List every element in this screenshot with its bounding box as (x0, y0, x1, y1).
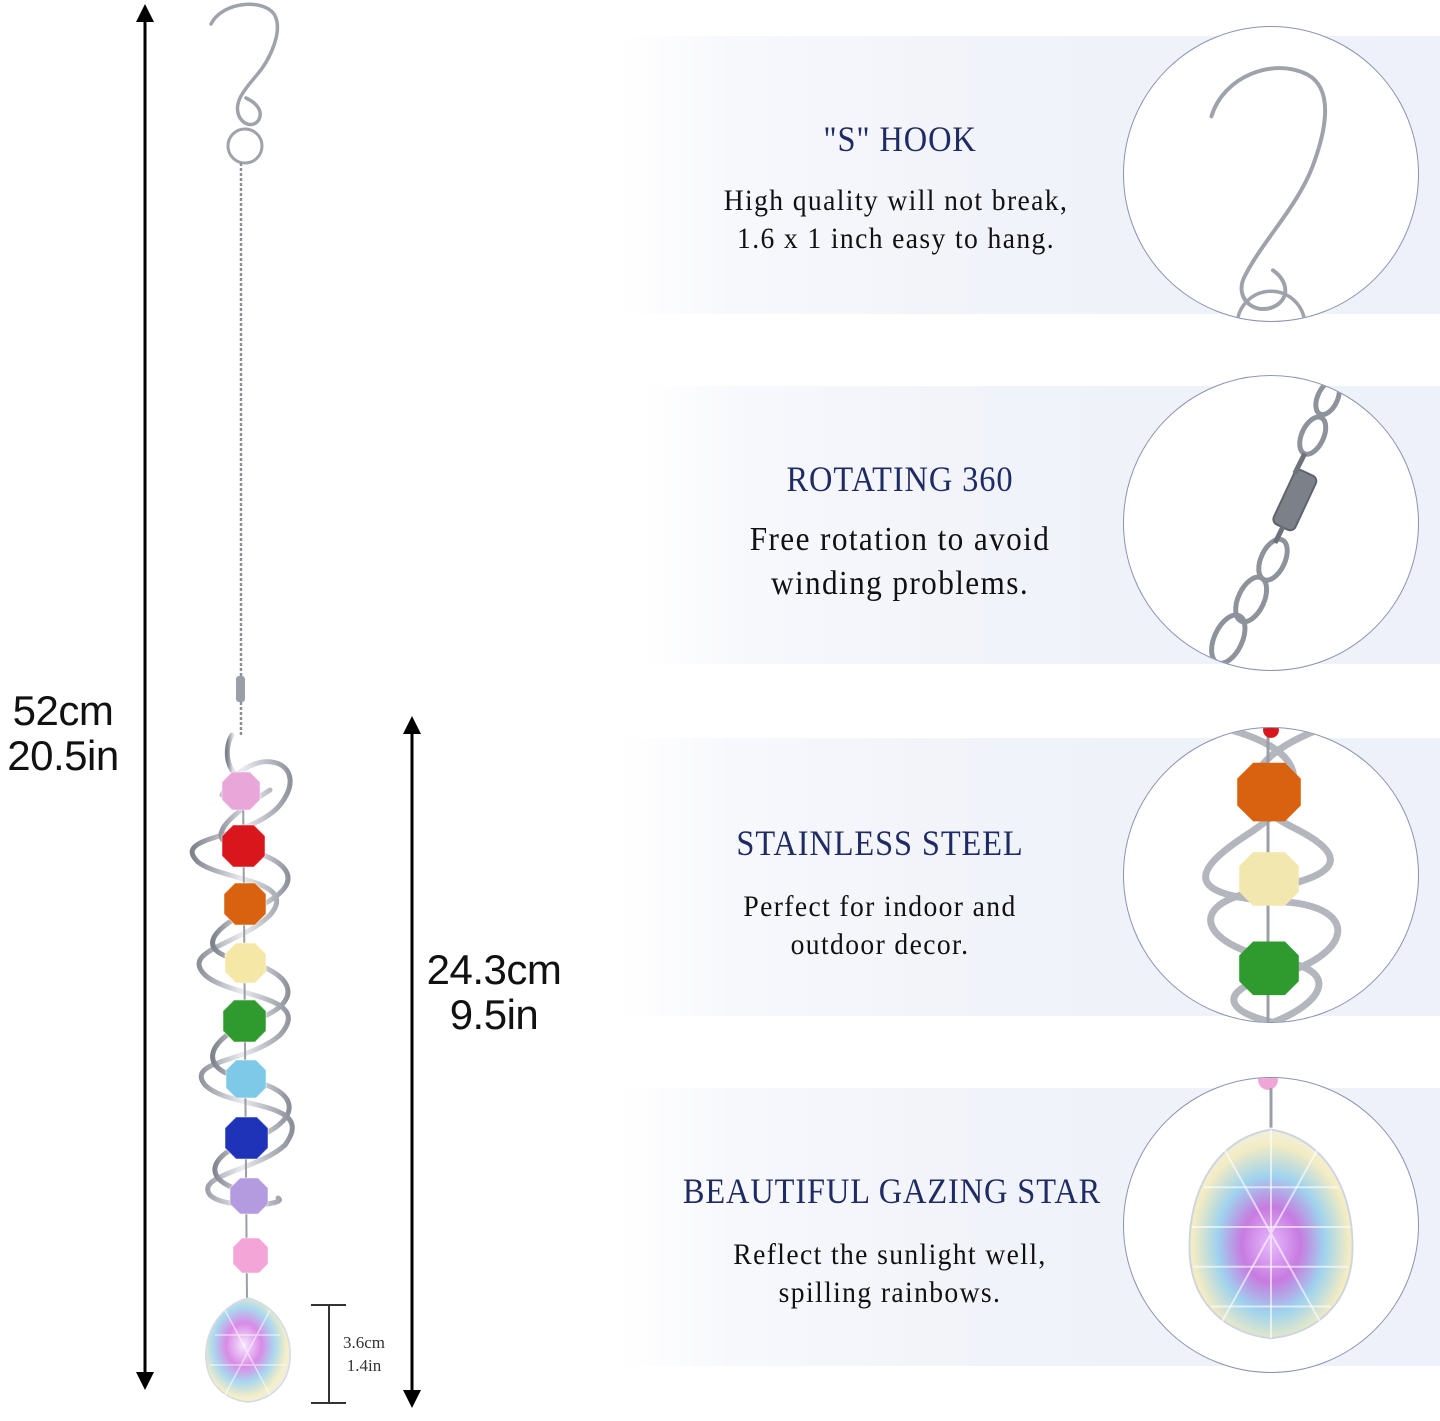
feature-description: High quality will not break, 1.6 x 1 inc… (723, 184, 1069, 255)
total-height-arrow (136, 4, 154, 1390)
ball-size-cm: 3.6cm (342, 1333, 386, 1352)
swivel-clasp (236, 676, 245, 735)
feature-description: Reflect the sunlight well, spilling rain… (733, 1238, 1047, 1309)
total-length-in: 20.5in (7, 732, 119, 780)
feature-description: Free rotation to avoid winding problems. (749, 521, 1051, 602)
feature-title: ROTATING 360 (786, 459, 1014, 499)
feature-title: "S" HOOK (823, 119, 977, 159)
feature-description: Perfect for indoor and outdoor decor. (743, 890, 1017, 961)
octagon-beads (221, 771, 269, 1274)
feature-title: BEAUTIFUL GAZING STAR (682, 1171, 1102, 1211)
swivel-closeup-image (1123, 375, 1419, 671)
spiral-length-label: 24.3cm 9.5in (418, 947, 570, 1038)
crystal-ball-icon (205, 1297, 291, 1403)
spiral-length-cm: 24.3cm (426, 946, 562, 993)
s-hook-closeup-image (1123, 26, 1419, 322)
spiral-icon (1202, 728, 1342, 1022)
spiral-length-in: 9.5in (449, 991, 539, 1039)
crystal-ball-closeup-image (1123, 1077, 1419, 1373)
ball-size-in: 1.4in (346, 1355, 382, 1375)
product-illustration (136, 2, 421, 1408)
crystal-ball-icon (1188, 1078, 1354, 1340)
s-hook-icon (1209, 66, 1327, 321)
ball-size-bracket (311, 1304, 346, 1404)
spiral-height-arrow (403, 716, 421, 1408)
feature-title: STAINLESS STEEL (736, 823, 1024, 863)
spiral-closeup-image (1123, 727, 1419, 1023)
swivel-icon (1209, 378, 1342, 666)
total-length-label: 52cm 20.5in (0, 688, 126, 779)
ball-size-label: 3.6cm 1.4in (330, 1332, 398, 1378)
total-length-cm: 52cm (12, 687, 114, 734)
s-hook-icon (209, 2, 280, 165)
